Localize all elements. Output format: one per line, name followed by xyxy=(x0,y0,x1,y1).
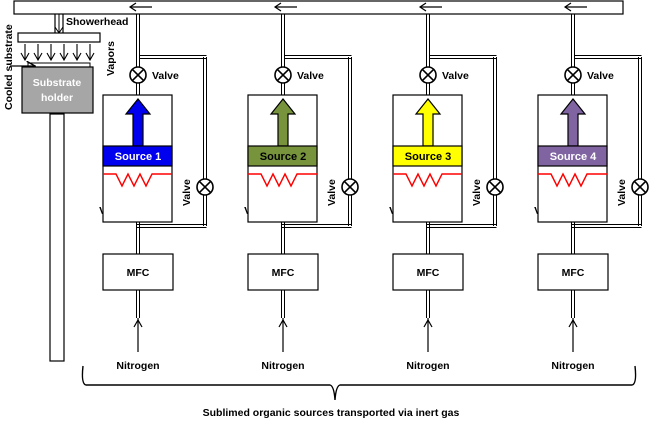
nitrogen-label: Nitrogen xyxy=(261,360,304,372)
vapor-arrow xyxy=(46,44,56,62)
vapor-arrow xyxy=(33,44,43,62)
top-valve-label: Valve xyxy=(152,70,179,82)
top-valve[interactable] xyxy=(564,66,582,84)
mass-flow-controller xyxy=(102,253,174,291)
bypass-valve[interactable] xyxy=(631,178,649,196)
source-label: Source 2 xyxy=(260,151,306,163)
vapors-label: Vapors xyxy=(105,41,117,76)
showerhead-inlet xyxy=(54,14,64,34)
top-valve[interactable] xyxy=(129,66,147,84)
vapor-arrow xyxy=(59,44,69,62)
grouping-bracket xyxy=(81,365,637,401)
bypass-valve[interactable] xyxy=(486,178,504,196)
bypass-valve-label: Valve xyxy=(471,179,483,206)
gas-lines xyxy=(133,14,207,352)
source-label: Source 3 xyxy=(405,151,451,163)
vapor-arrow xyxy=(85,44,95,62)
substrate-holder-label-2: holder xyxy=(41,92,73,104)
showerhead-label: Showerhead xyxy=(66,16,128,28)
heater-coil-icon xyxy=(393,172,462,188)
flow-arrow-left-icon xyxy=(563,2,587,12)
mass-flow-controller xyxy=(537,253,609,291)
top-valve-label: Valve xyxy=(297,70,324,82)
mass-flow-controller xyxy=(247,253,319,291)
heater-coil-icon xyxy=(248,172,317,188)
top-valve-label: Valve xyxy=(587,70,614,82)
bypass-valve[interactable] xyxy=(341,178,359,196)
flow-arrow-up-icon xyxy=(423,318,433,328)
nitrogen-label: Nitrogen xyxy=(406,360,449,372)
bypass-valve-label: Valve xyxy=(616,179,628,206)
vapor-arrow xyxy=(20,44,30,62)
heater-coil-icon xyxy=(103,172,172,188)
vapor-flow-arrow-icon xyxy=(559,98,587,147)
flow-arrow-left-icon xyxy=(273,2,297,12)
bypass-valve-label: Valve xyxy=(326,179,338,206)
source-units: ValveValveValveSource 1MFCNitrogenValveV… xyxy=(99,2,649,372)
source-material xyxy=(392,145,463,167)
vapor-arrows xyxy=(20,44,95,62)
top-valve[interactable] xyxy=(274,66,292,84)
manifold-pipe xyxy=(13,0,624,15)
source-material xyxy=(247,145,318,167)
mfc-label: MFC xyxy=(127,267,150,279)
heater-coil-icon xyxy=(538,172,607,188)
bypass-valve-label: Valve xyxy=(181,179,193,206)
flow-arrow-left-icon xyxy=(418,2,442,12)
mfc-label: MFC xyxy=(562,267,585,279)
caption: Sublimed organic sources transported via… xyxy=(203,407,460,419)
vapor-arrow xyxy=(72,44,82,62)
bypass-valve[interactable] xyxy=(196,178,214,196)
nitrogen-label: Nitrogen xyxy=(551,360,594,372)
source-label: Source 4 xyxy=(550,151,597,163)
top-valve[interactable] xyxy=(419,66,437,84)
flow-arrow-up-icon xyxy=(278,318,288,328)
flow-arrow-up-icon xyxy=(568,318,578,328)
nitrogen-label: Nitrogen xyxy=(116,360,159,372)
source-material xyxy=(102,145,173,167)
flow-arrow-up-icon xyxy=(133,318,143,328)
top-valve-label: Valve xyxy=(442,70,469,82)
source-material xyxy=(537,145,608,167)
vapor-flow-arrow-icon xyxy=(269,98,297,147)
cooled-substrate-label: Cooled substrate xyxy=(3,24,15,110)
flow-arrow-left-icon xyxy=(128,2,152,12)
mfc-label: MFC xyxy=(417,267,440,279)
mfc-label: MFC xyxy=(272,267,295,279)
substrate-holder-label-1: Substrate xyxy=(33,77,82,89)
showerhead xyxy=(17,32,101,43)
substrate-holder-shaft xyxy=(49,113,65,362)
vapor-flow-arrow-icon xyxy=(414,98,442,147)
vapor-flow-arrow-icon xyxy=(124,98,152,147)
mass-flow-controller xyxy=(392,253,464,291)
source-label: Source 1 xyxy=(115,151,161,163)
substrate-holder xyxy=(21,66,94,114)
